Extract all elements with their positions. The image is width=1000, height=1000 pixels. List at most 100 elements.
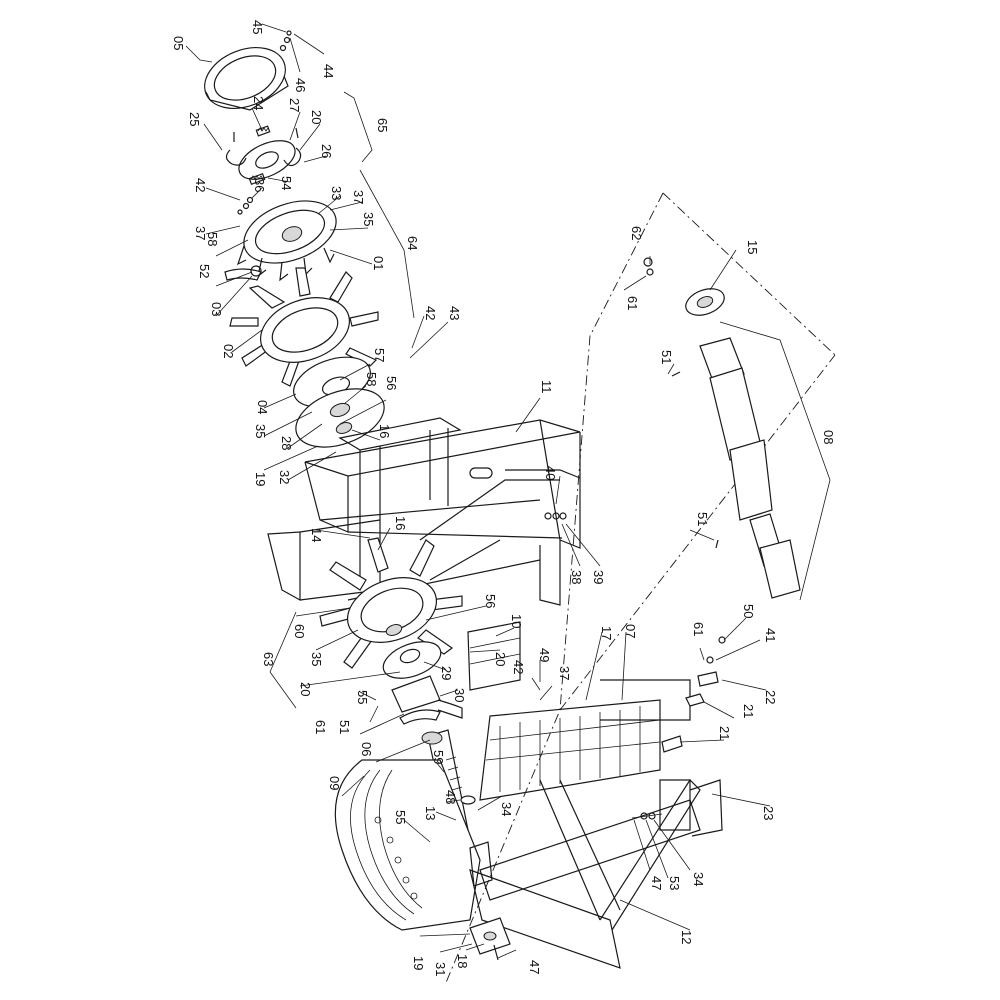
label-06: 06	[359, 742, 374, 756]
label-58a: 58	[205, 232, 220, 246]
part-labels: 45 05 46 44 65 24 27 25 20 26 36 54 42 3…	[171, 20, 836, 976]
label-42b: 42	[423, 306, 438, 320]
label-30: 30	[452, 688, 467, 702]
label-19b: 19	[411, 956, 426, 970]
label-64: 64	[405, 236, 420, 250]
label-34b: 34	[691, 872, 706, 886]
label-08: 08	[821, 430, 836, 444]
label-48: 48	[443, 790, 458, 804]
fan-02	[229, 267, 379, 387]
label-65: 65	[375, 118, 390, 132]
label-57: 57	[372, 348, 387, 362]
leader-lines	[185, 23, 831, 959]
label-35a: 35	[361, 212, 376, 226]
label-21b: 21	[717, 726, 732, 740]
label-36: 36	[252, 178, 267, 192]
label-37a: 37	[351, 190, 366, 204]
label-47a: 47	[649, 876, 664, 890]
label-02: 02	[221, 344, 236, 358]
label-60: 60	[292, 624, 307, 638]
label-28: 28	[279, 436, 294, 450]
label-34a: 34	[499, 802, 514, 816]
label-51c: 51	[695, 512, 710, 526]
label-54: 54	[279, 176, 294, 190]
grate	[467, 621, 661, 801]
label-47b: 47	[527, 960, 542, 974]
label-10: 10	[509, 614, 524, 628]
label-37c: 37	[557, 666, 572, 680]
label-21a: 21	[741, 704, 756, 718]
label-15: 15	[745, 240, 760, 254]
label-31: 31	[433, 962, 448, 976]
fan-disc	[236, 196, 337, 282]
label-62: 62	[629, 226, 644, 240]
label-42a: 42	[193, 178, 208, 192]
label-61b: 61	[625, 296, 640, 310]
label-56b: 56	[483, 594, 498, 608]
label-19a: 19	[253, 472, 268, 486]
label-43: 43	[447, 306, 462, 320]
label-46: 46	[293, 78, 308, 92]
label-58b: 58	[364, 372, 379, 386]
label-17: 17	[599, 626, 614, 640]
disc-04	[293, 356, 385, 448]
cover-05	[204, 30, 292, 111]
label-39: 39	[591, 570, 606, 584]
label-11: 11	[539, 380, 554, 394]
label-05: 05	[171, 36, 186, 50]
label-20b: 20	[493, 652, 508, 666]
label-01: 01	[371, 256, 386, 270]
label-61a: 61	[313, 720, 328, 734]
label-53: 53	[667, 876, 682, 890]
drum-09	[334, 759, 481, 931]
label-09: 09	[327, 776, 342, 790]
label-03: 03	[209, 302, 224, 316]
label-44: 44	[321, 64, 336, 78]
label-13: 13	[423, 806, 438, 820]
label-20a: 20	[309, 110, 324, 124]
label-45: 45	[250, 20, 265, 34]
label-25: 25	[187, 112, 202, 126]
drive-shaft-08	[643, 257, 801, 599]
label-32: 32	[277, 470, 292, 484]
hub-assembly	[225, 125, 302, 185]
bracket-21	[661, 636, 726, 753]
label-59: 59	[431, 750, 446, 764]
label-50: 50	[741, 604, 756, 618]
label-42c: 42	[511, 660, 526, 674]
label-26: 26	[319, 144, 334, 158]
label-18: 18	[455, 954, 470, 968]
assembly-outline	[444, 192, 836, 986]
label-07: 07	[623, 624, 638, 638]
label-16b: 16	[393, 516, 408, 530]
label-41: 41	[763, 628, 778, 642]
label-24: 24	[251, 96, 266, 110]
bearing-18	[469, 917, 511, 961]
label-22: 22	[763, 690, 778, 704]
label-51a: 51	[337, 720, 352, 734]
label-55a: 55	[355, 690, 370, 704]
label-52: 52	[197, 264, 212, 278]
label-04: 04	[255, 400, 270, 414]
label-23: 23	[761, 806, 776, 820]
label-33: 33	[329, 186, 344, 200]
label-56a: 56	[384, 376, 399, 390]
label-20c: 20	[298, 682, 313, 696]
label-63: 63	[261, 652, 276, 666]
label-35c: 35	[309, 652, 324, 666]
label-38: 38	[569, 570, 584, 584]
label-51b: 51	[659, 350, 674, 364]
hub-29	[382, 641, 463, 719]
fan-60	[319, 537, 463, 669]
blade-03	[224, 265, 262, 281]
stand-12	[469, 679, 723, 969]
label-40: 40	[543, 466, 558, 480]
label-27: 27	[287, 98, 302, 112]
label-12: 12	[679, 930, 694, 944]
label-16a: 16	[377, 424, 392, 438]
label-29: 29	[439, 666, 454, 680]
label-61c: 61	[691, 622, 706, 636]
label-49: 49	[537, 648, 552, 662]
